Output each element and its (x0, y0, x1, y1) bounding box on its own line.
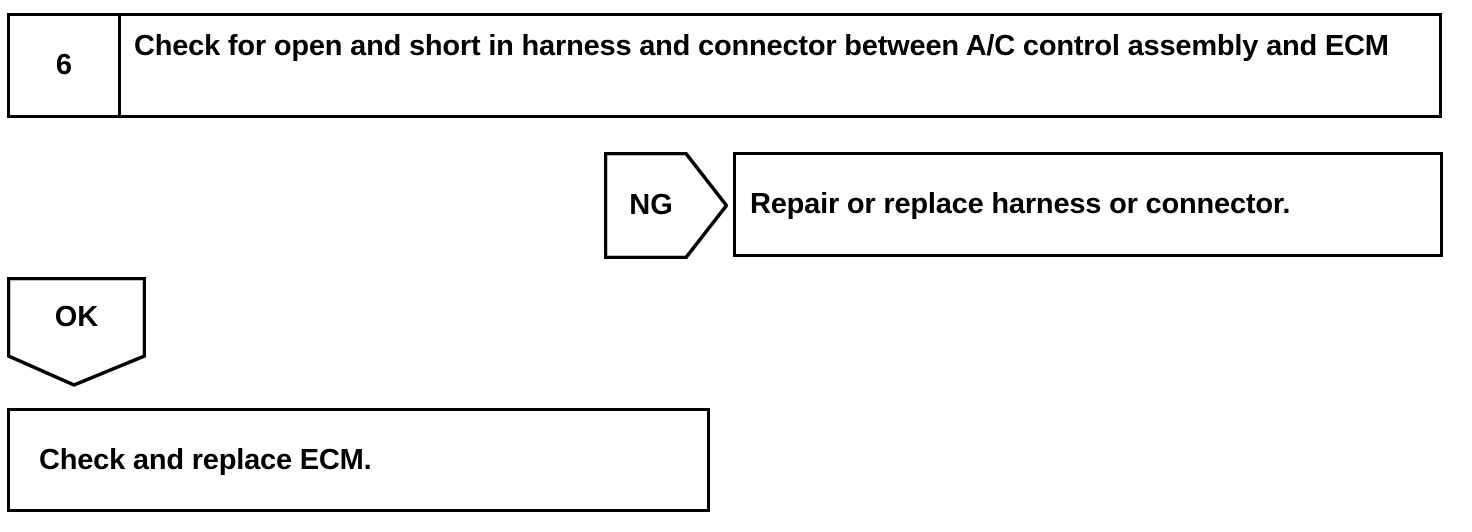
step-instruction-cell: Check for open and short in harness and … (121, 16, 1439, 115)
ok-result-box: Check and replace ECM. (7, 408, 710, 512)
step-number-cell: 6 (10, 16, 121, 115)
arrow-right-pentagon-icon (604, 152, 728, 259)
ok-branch-label: OK (54, 300, 99, 333)
ok-result-text: Check and replace ECM. (39, 443, 372, 476)
arrow-down-pentagon-icon (7, 277, 146, 387)
ng-result-box: Repair or replace harness or connector. (733, 152, 1443, 257)
ng-branch-label: NG (629, 189, 673, 221)
ng-result-text: Repair or replace harness or connector. (750, 188, 1291, 220)
step-number: 6 (55, 49, 73, 81)
step-box: 6 Check for open and short in harness an… (7, 13, 1442, 118)
step-instruction-text: Check for open and short in harness and … (134, 30, 1389, 62)
